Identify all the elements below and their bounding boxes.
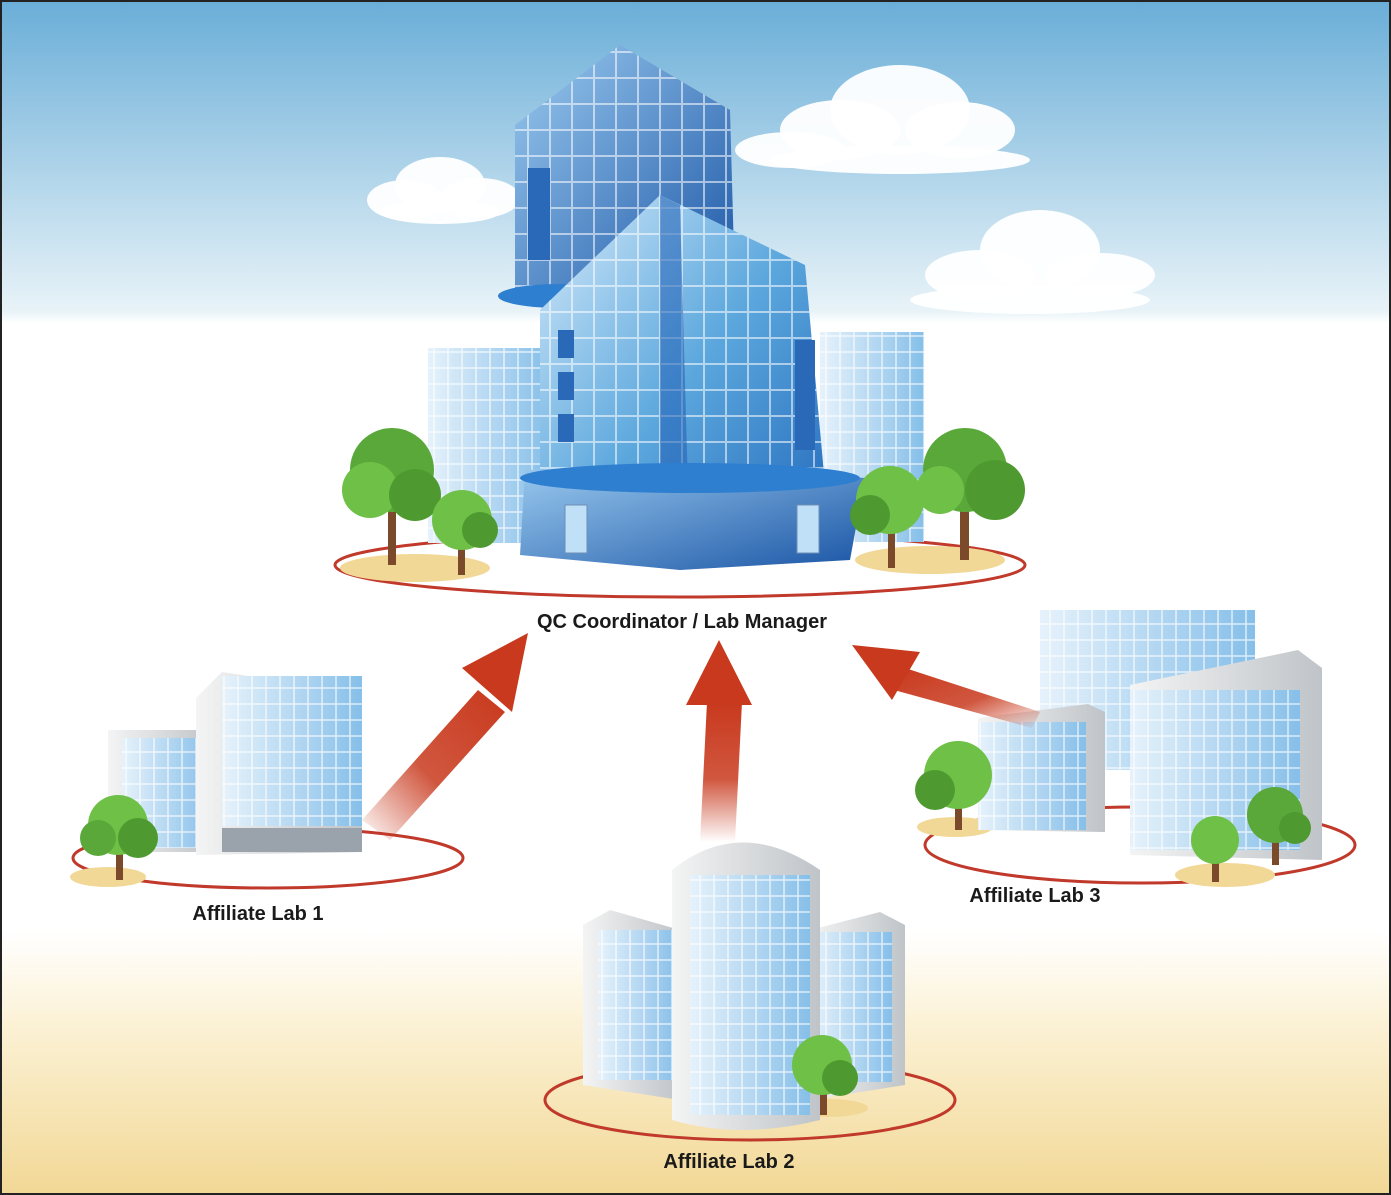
lab3-building-group bbox=[915, 610, 1357, 887]
lab1-tree bbox=[80, 795, 158, 880]
cloud-mid-right bbox=[910, 210, 1155, 314]
hq-ground-left bbox=[340, 554, 490, 582]
hub-label: QC Coordinator / Lab Manager bbox=[537, 611, 827, 633]
lab1-building-group bbox=[70, 672, 465, 890]
lab3-tree-right-1 bbox=[1191, 816, 1239, 882]
arrow-lab2-to-hub bbox=[686, 640, 752, 842]
cloud-left bbox=[367, 157, 520, 224]
hq-tree-right-1 bbox=[850, 466, 924, 568]
lab2-label: Affiliate Lab 2 bbox=[663, 1151, 794, 1173]
arrow-lab1-to-hub bbox=[362, 633, 528, 840]
lab3-label: Affiliate Lab 3 bbox=[969, 885, 1100, 907]
hq-ground-right bbox=[855, 546, 1005, 574]
cloud-top-right bbox=[735, 65, 1030, 174]
arrow-lab3-to-hub bbox=[852, 645, 1040, 728]
lab1-label: Affiliate Lab 1 bbox=[192, 903, 323, 925]
hq-building-group bbox=[333, 45, 1027, 599]
lab2-building-group bbox=[543, 842, 957, 1142]
clouds bbox=[367, 65, 1155, 314]
lab1-ground bbox=[70, 867, 146, 887]
hq-tree-right-2 bbox=[916, 428, 1025, 560]
hq-tree-left-1 bbox=[342, 428, 441, 565]
lab3-tree-right-2 bbox=[1247, 787, 1311, 865]
lab2-tree bbox=[792, 1035, 858, 1115]
lab3-tree-left bbox=[915, 741, 992, 830]
lab3-ground-right bbox=[1175, 863, 1275, 887]
hq-tree-left-2 bbox=[432, 490, 498, 575]
